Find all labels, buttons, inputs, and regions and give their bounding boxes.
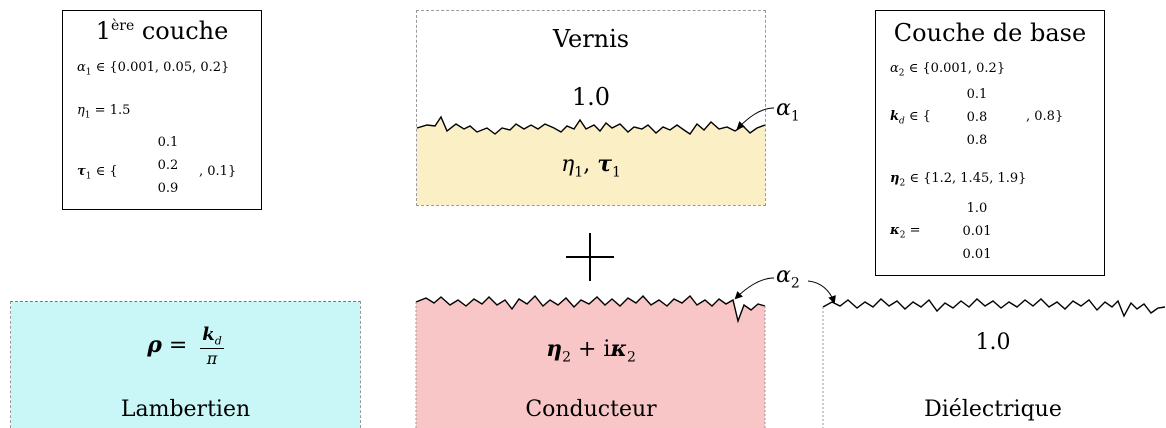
kd-tail-text: , 0.8}	[1026, 109, 1064, 124]
kappa-subscript: 2	[626, 349, 636, 366]
kd-subscript: d	[899, 116, 905, 127]
alpha2-param: α2 ∈ {0.001, 0.2}	[890, 61, 1005, 79]
conductor-fill	[416, 296, 765, 428]
first-layer-params-box: 1ère couche α1 ∈ {0.001, 0.05, 0.2} η1 =…	[62, 10, 262, 210]
lambertian-fill	[11, 302, 360, 428]
tau-vector-entry: 0.9	[157, 181, 179, 196]
eta2-param: η2 ∈ {1.2, 1.45, 1.9}	[890, 171, 1026, 189]
varnish-layer-fill	[417, 117, 765, 205]
lambertian-box	[10, 301, 361, 428]
kd-tail: , 0.8}	[1026, 109, 1063, 124]
kd-vector: 0.1 0.8 0.8	[960, 83, 994, 152]
alpha-subscript: 1	[790, 108, 800, 125]
tau-symbol: τ	[77, 164, 86, 179]
alpha-subscript: 2	[790, 275, 800, 292]
alpha2-roughness-label: α2	[776, 263, 800, 291]
tau-in: ∈ {	[91, 164, 118, 179]
pi-symbol: π	[206, 348, 218, 368]
alpha1-param: α1 ∈ {0.001, 0.05, 0.2}	[77, 60, 229, 78]
eta1-param: η1 = 1.5	[77, 103, 130, 121]
alpha-symbol: α	[776, 263, 791, 288]
eta-subscript: 1	[574, 164, 584, 181]
varnish-box: Vernis 1.0	[416, 10, 766, 206]
tau1-tail: , 0.1}	[199, 164, 236, 179]
conductor-caption: Conducteur	[525, 397, 657, 422]
kappa-eq: =	[905, 223, 921, 238]
rho-symbol: ρ	[147, 331, 162, 358]
title-superscript: ère	[110, 18, 135, 34]
plus-i: + i	[571, 337, 611, 362]
varnish-title: Vernis	[552, 25, 630, 53]
alpha-symbol: α	[77, 60, 86, 75]
kappa-vector: 1.0 0.01 0.01	[956, 197, 998, 266]
eta-value: = 1.5	[90, 103, 131, 118]
equals-sign: =	[161, 332, 195, 358]
alpha-symbol: α	[776, 96, 791, 121]
alpha-subscript: 2	[898, 68, 905, 79]
eta-symbol: η	[561, 152, 575, 177]
conductor-formula: η2 + iκ2	[416, 336, 766, 365]
plus-vertical-bar	[589, 233, 591, 281]
varnish-layer-label: η1, τ1	[416, 151, 766, 180]
lambertian-caption: Lambertien	[120, 397, 251, 422]
kd-vector-entry: 0.8	[966, 110, 988, 125]
varnish-ior: 1.0	[571, 83, 611, 111]
alpha2-arrow-right	[807, 280, 836, 304]
alpha1-arrow	[736, 107, 775, 130]
alpha2-arrow-left	[734, 277, 775, 300]
eta-symbol: η	[77, 103, 85, 118]
tau-symbol: τ	[597, 151, 612, 177]
kd-symbol: k	[890, 109, 900, 124]
tau-subscript: 1	[612, 164, 621, 181]
base-layer-params-box: Couche de base α2 ∈ {0.001, 0.2} kd ∈ { …	[875, 10, 1105, 276]
eta-subscript: 2	[562, 349, 572, 366]
kd-param-label: kd ∈ {	[890, 109, 931, 127]
eta-set: ∈ {1.2, 1.45, 1.9}	[905, 171, 1027, 186]
eta-symbol: η	[546, 336, 563, 362]
title-rest: couche	[134, 17, 229, 45]
kappa-symbol: κ	[890, 223, 900, 238]
varnish-rough-surface	[416, 115, 766, 135]
tau-vector-entry: 0.2	[157, 158, 179, 173]
kappa-vector-entry: 1.0	[966, 201, 988, 216]
tau1-param-label: τ1 ∈ {	[77, 164, 118, 182]
alpha-set: ∈ {0.001, 0.2}	[904, 61, 1006, 76]
alpha1-roughness-label: α1	[776, 96, 800, 124]
kappa2-param-label: κ2 =	[890, 223, 921, 241]
kd-subscript: d	[214, 334, 222, 348]
kappa-vector-entry: 0.01	[962, 224, 992, 239]
base-layer-title: Couche de base	[893, 19, 1087, 47]
eta-subscript: 1	[84, 110, 91, 121]
dielectric-caption: Diélectrique	[924, 397, 1062, 422]
alpha-set: ∈ {0.001, 0.05, 0.2}	[91, 60, 230, 75]
kappa-vector-entry: 0.01	[962, 247, 992, 262]
title-number: 1	[95, 17, 111, 45]
alpha-symbol: α	[890, 61, 899, 76]
kd-vector-entry: 0.8	[966, 133, 988, 148]
eta-subscript: 2	[899, 178, 906, 189]
first-layer-title: 1ère couche	[63, 17, 261, 45]
kappa-symbol: κ	[610, 336, 627, 362]
conductor-rough-surface	[415, 294, 766, 324]
tau-subscript: 1	[85, 171, 92, 182]
tau-tail: , 0.1}	[199, 164, 237, 179]
dielectric-ior: 1.0	[975, 330, 1011, 355]
kd-in: ∈ {	[904, 109, 931, 124]
kappa-subscript: 2	[899, 230, 906, 241]
kd-vector-entry: 0.1	[966, 87, 988, 102]
eta-symbol: η	[890, 171, 900, 186]
alpha-subscript: 1	[85, 67, 92, 78]
plus-symbol	[566, 233, 614, 281]
dielectric-rough-surface	[822, 298, 1166, 318]
separator: ,	[583, 152, 598, 177]
tau-vector-entry: 0.1	[157, 135, 179, 150]
tau1-vector: 0.1 0.2 0.9	[151, 131, 185, 200]
kd-symbol: k	[202, 324, 215, 345]
fraction-numerator: kd	[200, 324, 224, 349]
